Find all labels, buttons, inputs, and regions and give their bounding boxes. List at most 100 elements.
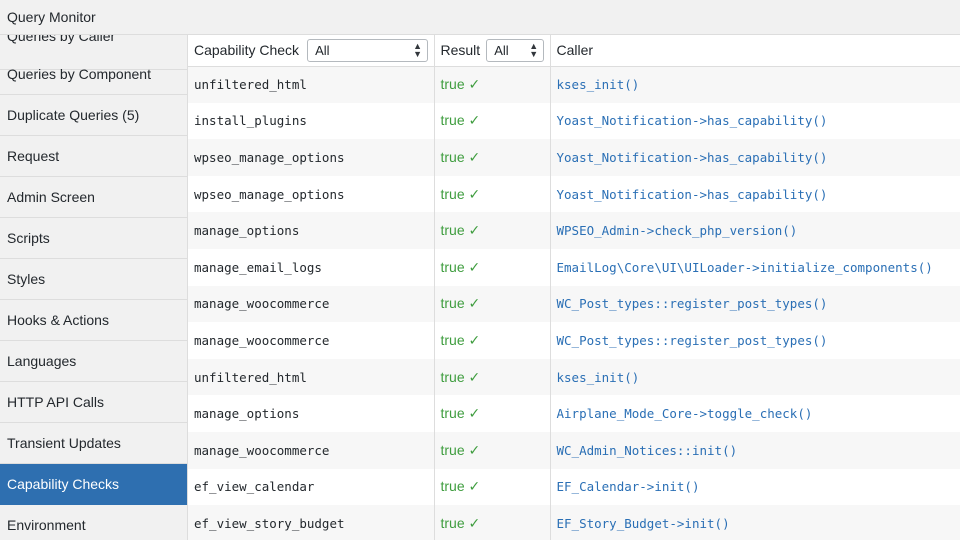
nav-item-styles[interactable]: Styles <box>0 259 187 300</box>
capability-cell: manage_email_logs <box>188 248 434 286</box>
caller-link[interactable]: Yoast_Notification->has_capability() <box>549 139 960 176</box>
result-value: true <box>440 185 465 202</box>
nav-item-environment[interactable]: Environment <box>0 505 187 540</box>
result-filter-value: All <box>494 42 509 58</box>
capability-filter-value: All <box>315 42 330 58</box>
capability-cell: ef_view_calendar <box>188 468 434 506</box>
nav-item-request[interactable]: Request <box>0 136 187 177</box>
nav-item-http-api-calls[interactable]: HTTP API Calls <box>0 382 187 423</box>
result-cell: true ✓ <box>433 431 550 469</box>
result-header-label: Result <box>440 42 481 59</box>
table-row: unfiltered_html true ✓ kses_init() <box>188 358 960 396</box>
caller-link[interactable]: WC_Post_types::register_post_types() <box>549 285 960 323</box>
caller-link[interactable]: WC_Post_types::register_post_types() <box>549 322 960 359</box>
caller-link[interactable]: WC_Admin_Notices::init() <box>549 431 960 469</box>
nav-item-transient-updates[interactable]: Transient Updates <box>0 423 187 464</box>
result-value: true <box>440 331 465 348</box>
caller-link[interactable]: Yoast_Notification->has_capability() <box>549 175 960 213</box>
caller-link[interactable]: EF_Calendar->init() <box>549 468 960 506</box>
result-cell: true ✓ <box>433 505 550 540</box>
result-cell: true ✓ <box>433 175 550 213</box>
capability-cell: unfiltered_html <box>188 66 434 103</box>
nav-item-scripts[interactable]: Scripts <box>0 218 187 259</box>
caller-link[interactable]: EmailLog\Core\UI\UILoader->initialize_co… <box>549 248 960 286</box>
capability-cell: unfiltered_html <box>188 358 434 396</box>
result-value: true <box>440 295 465 312</box>
capability-checks-table: Capability Check All ▲▼ Result All ▲▼ <box>188 35 960 540</box>
check-icon: ✓ <box>468 258 481 275</box>
capability-cell: install_plugins <box>188 102 434 140</box>
capability-cell: ef_view_story_budget <box>188 505 434 540</box>
nav-item-hooks-actions[interactable]: Hooks & Actions <box>0 300 187 341</box>
select-arrows-icon: ▲▼ <box>529 41 539 60</box>
select-arrows-icon: ▲▼ <box>413 41 423 60</box>
caller-link[interactable]: EF_Story_Budget->init() <box>549 505 960 540</box>
nav-item-queries-by-component[interactable]: Queries by Component <box>0 54 187 95</box>
capability-filter-select[interactable]: All ▲▼ <box>307 38 429 62</box>
result-cell: true ✓ <box>433 322 550 359</box>
result-cell: true ✓ <box>433 66 550 103</box>
caller-link[interactable]: kses_init() <box>549 66 960 103</box>
check-icon: ✓ <box>468 222 481 239</box>
check-icon: ✓ <box>468 441 481 458</box>
result-cell: true ✓ <box>433 248 550 286</box>
result-value: true <box>440 514 465 531</box>
check-icon: ✓ <box>468 76 481 93</box>
result-value: true <box>440 76 465 93</box>
result-cell: true ✓ <box>433 139 550 176</box>
result-value: true <box>440 405 465 422</box>
result-cell: true ✓ <box>433 102 550 140</box>
capability-checks-panel: Capability Check All ▲▼ Result All ▲▼ <box>188 35 960 540</box>
capability-cell: wpseo_manage_options <box>188 139 434 176</box>
capability-cell: manage_options <box>188 212 434 249</box>
result-cell: true ✓ <box>433 212 550 249</box>
window-title: Query Monitor <box>0 0 960 35</box>
nav-item-admin-screen[interactable]: Admin Screen <box>0 177 187 218</box>
result-cell: true ✓ <box>433 285 550 323</box>
check-icon: ✓ <box>468 405 481 422</box>
result-value: true <box>440 258 465 275</box>
capability-cell: wpseo_manage_options <box>188 175 434 213</box>
result-value: true <box>440 368 465 385</box>
check-icon: ✓ <box>468 295 481 312</box>
result-value: true <box>440 222 465 239</box>
check-icon: ✓ <box>468 368 481 385</box>
caller-link[interactable]: WPSEO_Admin->check_php_version() <box>549 212 960 249</box>
result-value: true <box>440 478 465 495</box>
capability-column-header: Capability Check All ▲▼ <box>188 35 434 67</box>
result-value: true <box>440 148 465 165</box>
result-cell: true ✓ <box>433 395 550 432</box>
check-icon: ✓ <box>468 514 481 531</box>
nav-item-languages[interactable]: Languages <box>0 341 187 382</box>
capability-cell: manage_woocommerce <box>188 322 434 359</box>
caller-link[interactable]: Airplane_Mode_Core->toggle_check() <box>549 395 960 432</box>
result-filter-select[interactable]: All ▲▼ <box>486 38 545 62</box>
nav-item-capability-checks[interactable]: Capability Checks <box>0 464 187 505</box>
caller-column-header: Caller <box>549 35 960 67</box>
capability-cell: manage_woocommerce <box>188 431 434 469</box>
nav-item-queries-by-caller[interactable]: Queries by Caller <box>0 35 187 70</box>
capability-cell: manage_woocommerce <box>188 285 434 323</box>
result-value: true <box>440 112 465 129</box>
caller-link[interactable]: Yoast_Notification->has_capability() <box>549 102 960 140</box>
result-column-header: Result All ▲▼ <box>433 35 550 67</box>
check-icon: ✓ <box>468 148 481 165</box>
check-icon: ✓ <box>468 185 481 202</box>
capability-cell: manage_options <box>188 395 434 432</box>
nav-item-duplicate-queries[interactable]: Duplicate Queries (5) <box>0 95 187 136</box>
check-icon: ✓ <box>468 112 481 129</box>
caller-link[interactable]: kses_init() <box>549 358 960 396</box>
result-value: true <box>440 441 465 458</box>
